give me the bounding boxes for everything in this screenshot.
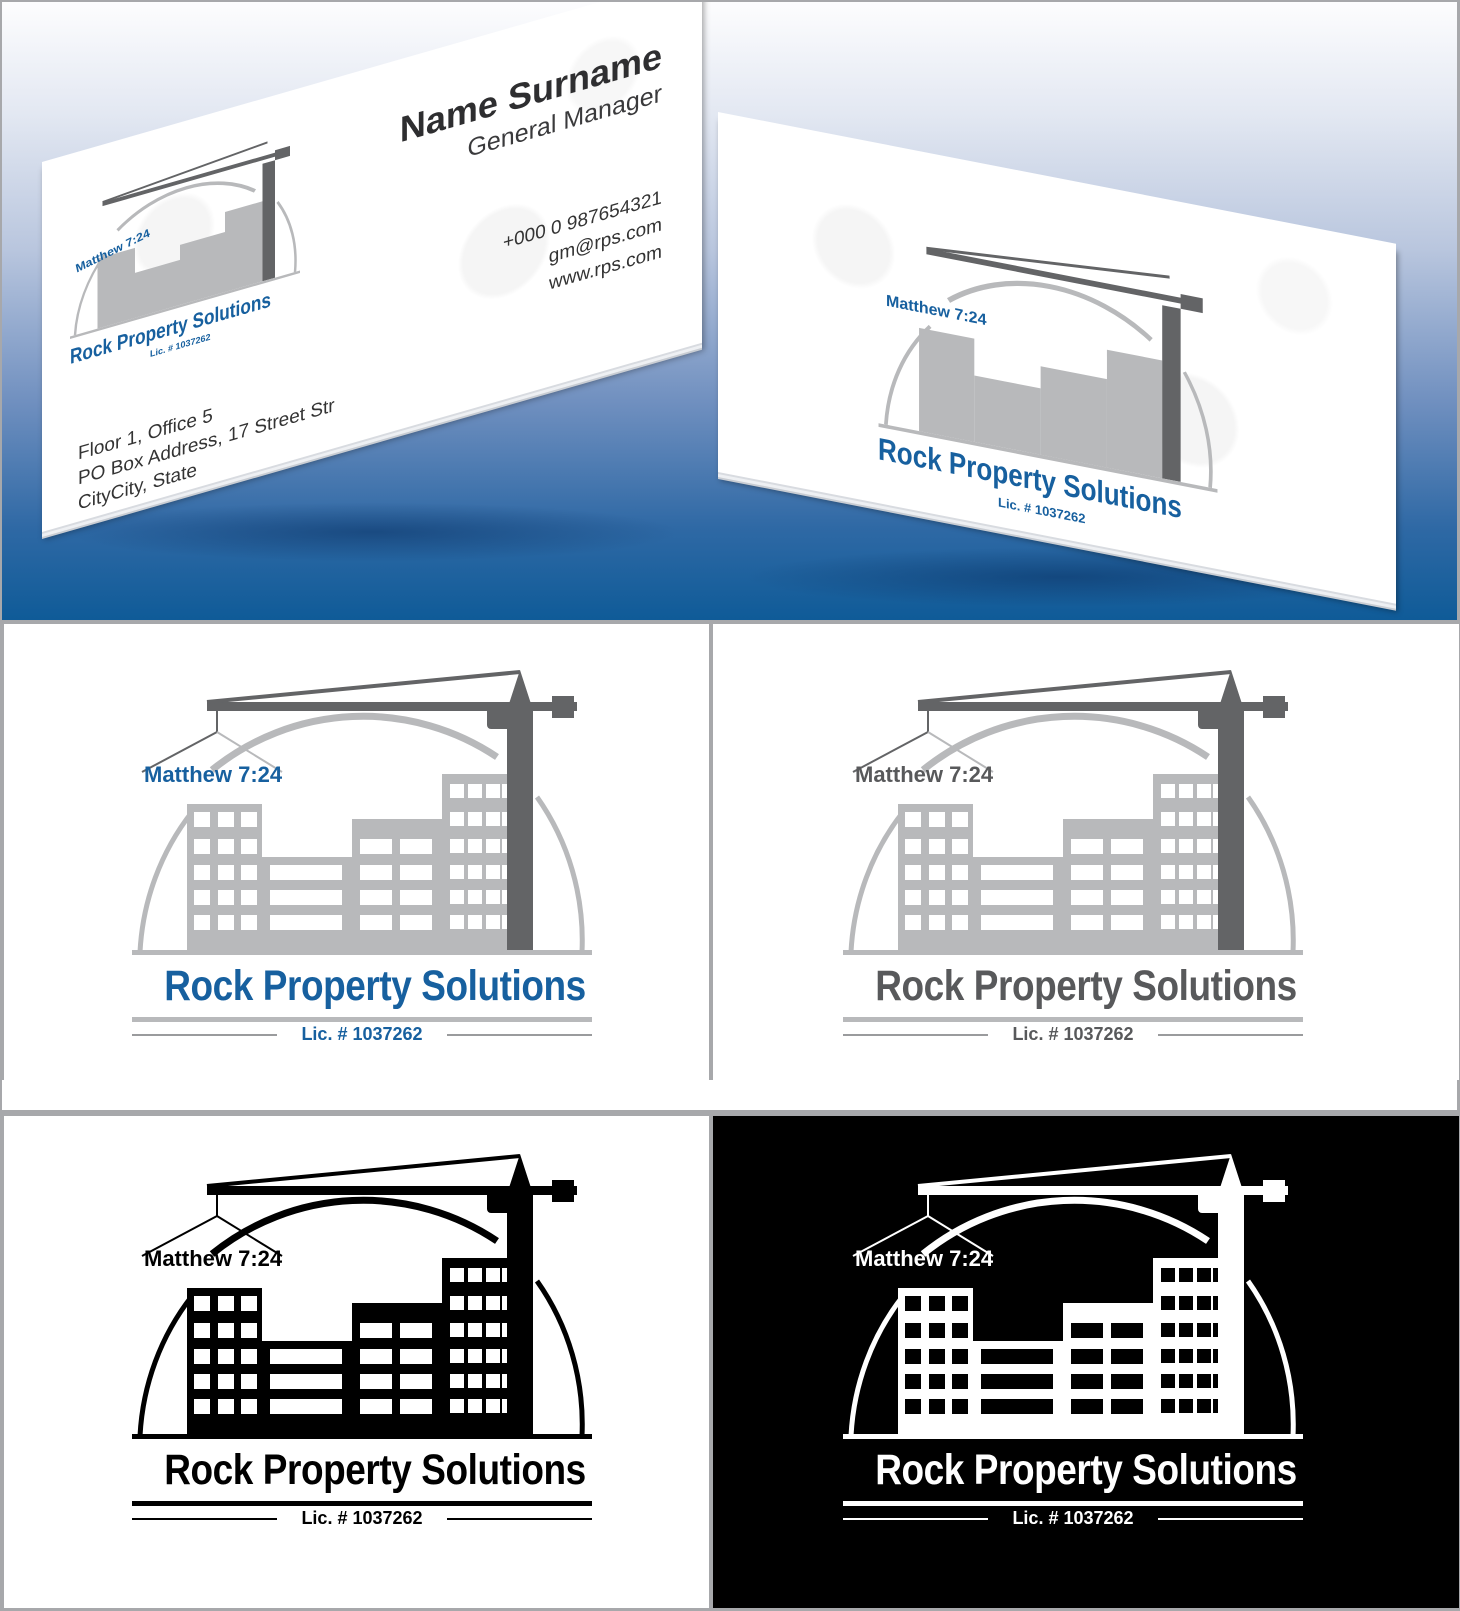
divider xyxy=(2,1080,1457,1116)
company-name: Rock Property Solutions xyxy=(875,1446,1297,1494)
rule-thin xyxy=(132,1034,277,1036)
verse-text: Matthew 7:24 xyxy=(855,1246,994,1271)
contact-block: +000 0 987654321 gm@rps.com www.rps.com xyxy=(503,184,662,311)
card-logo: Matthew 7:24 Rock Property Solutions Lic… xyxy=(70,128,300,384)
logo-variant-grayscale: Matthew 7:24 Rock Property Solutions Lic… xyxy=(711,624,1460,1080)
building-crane-logo-icon xyxy=(132,670,592,955)
logo-variant-black: Matthew 7:24 Rock Property Solutions Lic… xyxy=(2,1116,711,1608)
rule-thick xyxy=(132,1501,592,1506)
building-crane-logo-icon xyxy=(132,1154,592,1439)
license-number: Lic. # 1037262 xyxy=(301,1024,423,1044)
rule-thin xyxy=(447,1034,592,1036)
divider xyxy=(2,620,1457,624)
logo: Matthew 7:24 Rock Property Solutions Lic… xyxy=(843,662,1303,1044)
logo: Matthew 7:24 Rock Property Solutions Lic… xyxy=(843,1146,1303,1528)
company-name: Rock Property Solutions xyxy=(164,962,586,1010)
rule-thin xyxy=(843,1034,988,1036)
building-crane-logo-icon xyxy=(843,1154,1303,1439)
business-card-front: Matthew 7:24 Rock Property Solutions Lic… xyxy=(42,2,702,532)
logo: Matthew 7:24 Rock Property Solutions Lic… xyxy=(132,662,592,1044)
logo-variant-color: Matthew 7:24 Rock Property Solutions Lic… xyxy=(2,624,711,1080)
building-crane-logo-icon xyxy=(878,246,1218,493)
license-number: Lic. # 1037262 xyxy=(1012,1024,1134,1044)
rule-thick xyxy=(843,1501,1303,1506)
building-crane-logo-icon xyxy=(70,141,300,339)
business-card-back: Matthew 7:24 Rock Property Solutions Lic… xyxy=(718,112,1396,604)
card-back-logo: Matthew 7:24 Rock Property Solutions Lic… xyxy=(878,213,1218,559)
license-number: Lic. # 1037262 xyxy=(301,1508,423,1528)
logo: Matthew 7:24 Rock Property Solutions Lic… xyxy=(132,1146,592,1528)
rule-thin xyxy=(1158,1518,1303,1520)
rule-thick xyxy=(843,1017,1303,1022)
card-shadow xyxy=(62,502,682,562)
license-number: Lic. # 1037262 xyxy=(1012,1508,1134,1528)
business-card-mockup: Matthew 7:24 Rock Property Solutions Lic… xyxy=(2,2,1457,620)
rule-thin xyxy=(447,1518,592,1520)
verse-text: Matthew 7:24 xyxy=(144,1246,283,1271)
building-crane-logo-icon xyxy=(843,670,1303,955)
rule-thick xyxy=(132,1017,592,1022)
rule-thin xyxy=(843,1518,988,1520)
rule-thin xyxy=(132,1518,277,1520)
rule-thin xyxy=(1158,1034,1303,1036)
logo-variant-white-reversed: Matthew 7:24 Rock Property Solutions Lic… xyxy=(711,1116,1460,1608)
company-name: Rock Property Solutions xyxy=(875,962,1297,1010)
verse-text: Matthew 7:24 xyxy=(144,762,283,787)
address-block: Floor 1, Office 5 PO Box Address, 17 Str… xyxy=(78,368,335,517)
company-name: Rock Property Solutions xyxy=(164,1446,586,1494)
verse-text: Matthew 7:24 xyxy=(855,762,994,787)
